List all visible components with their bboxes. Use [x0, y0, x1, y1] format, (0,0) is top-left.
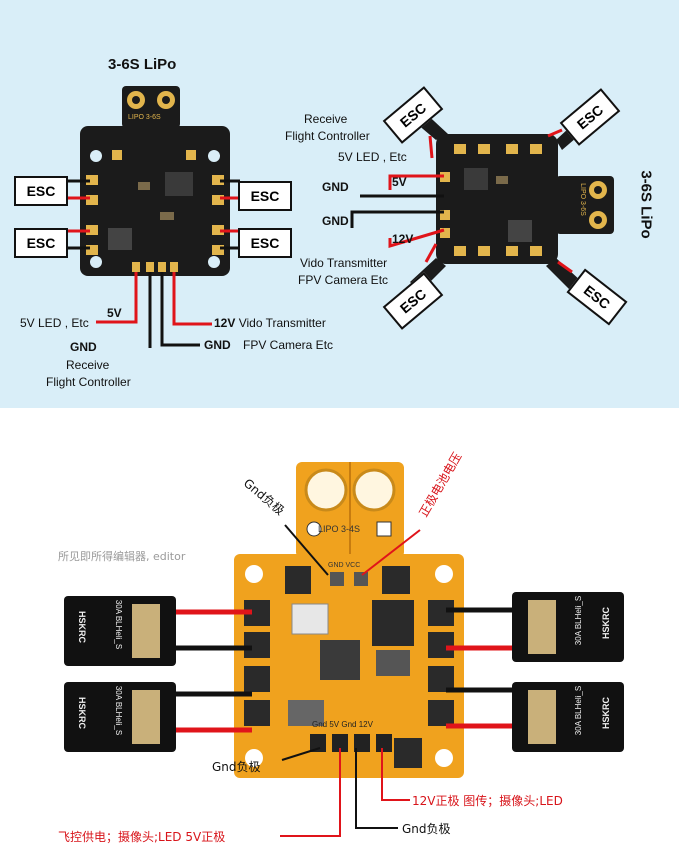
- top-right-5v-led-label: 5V LED , Etc: [338, 150, 407, 164]
- bottom-pad-labels: Gnd 5V Gnd 12V: [312, 720, 373, 729]
- bottom-gnd-negative-bottom-label: Gnd负极: [402, 822, 451, 836]
- top-left-fpv-label: FPV Camera Etc: [243, 338, 334, 352]
- bottom-esc-4-brand: HSKRC: [601, 696, 612, 730]
- bottom-board-lipo-label: LIPO 3-4S: [318, 524, 361, 534]
- top-right-wires: [350, 128, 573, 274]
- bottom-esc-3-brand: HSKRC: [601, 606, 612, 640]
- bottom-gnd-vcc-label: GND VCC: [328, 562, 361, 569]
- top-left-gnd-2-label: GND: [204, 338, 231, 352]
- bottom-esc-4-text: 30A BLHeli_S: [574, 685, 584, 736]
- top-right-flight-controller-label: Flight Controller: [285, 129, 370, 143]
- bottom-board: [234, 462, 464, 778]
- top-right-receive-label: Receive: [304, 112, 348, 126]
- top-right-vido-label: Vido Transmitter: [300, 256, 388, 270]
- top-left-board-lipo-label: LIPO 3-6S: [128, 114, 161, 121]
- bottom-esc-2-brand: HSKRC: [77, 696, 88, 730]
- top-right-fpv-label: FPV Camera Etc: [298, 273, 389, 287]
- top-left-vido-label: 12V Vido Transmitter: [214, 316, 326, 330]
- bottom-wires: [176, 607, 512, 733]
- top-right-gnd-2-label: GND: [322, 214, 349, 228]
- bottom-leader-lines: [280, 524, 421, 837]
- bottom-esc-2-text: 30A BLHeli_S: [114, 685, 124, 736]
- top-right-12v-label: 12V: [392, 232, 414, 246]
- top-left-esc-1: ESC: [14, 176, 68, 206]
- bottom-12v-positive-label: 12V正极 图传；摄像头;LED: [412, 794, 563, 808]
- bottom-esc-1-brand: HSKRC: [77, 610, 88, 644]
- bottom-fc-supply-label: 飞控供电；摄像头;LED 5V正极: [58, 830, 226, 844]
- top-left-gnd-1-label: GND: [70, 340, 97, 354]
- bottom-esc-1-text: 30A BLHeli_S: [114, 599, 124, 650]
- editor-watermark: 所见即所得编辑器, editor: [58, 550, 186, 563]
- top-left-esc-4: ESC: [238, 228, 292, 258]
- top-left-wires: [66, 179, 240, 348]
- top-left-vido-text: Vido Transmitter: [235, 316, 326, 330]
- top-right-board-lipo-label: LIPO 3-6S: [578, 183, 586, 216]
- top-left-5v-led-label: 5V LED , Etc: [20, 316, 89, 330]
- top-right-title: 3-6S LiPo: [637, 170, 655, 239]
- top-left-esc-2: ESC: [14, 228, 68, 258]
- bottom-escs: [64, 592, 624, 752]
- top-right-5v-label: 5V: [392, 175, 407, 189]
- top-left-esc-3: ESC: [238, 181, 292, 211]
- top-left-receive-label: Receive: [66, 358, 110, 372]
- top-right-gnd-1-label: GND: [322, 180, 349, 194]
- top-left-board: [80, 86, 230, 276]
- top-left-title: 3-6S LiPo: [108, 56, 177, 73]
- top-left-12v-label: 12V: [214, 316, 236, 330]
- top-left-flight-controller-label: Flight Controller: [46, 375, 131, 389]
- bottom-gnd-negative-left-label: Gnd负极: [212, 760, 261, 774]
- top-left-5v-label: 5V: [107, 306, 122, 320]
- bottom-esc-3-text: 30A BLHeli_S: [574, 595, 584, 646]
